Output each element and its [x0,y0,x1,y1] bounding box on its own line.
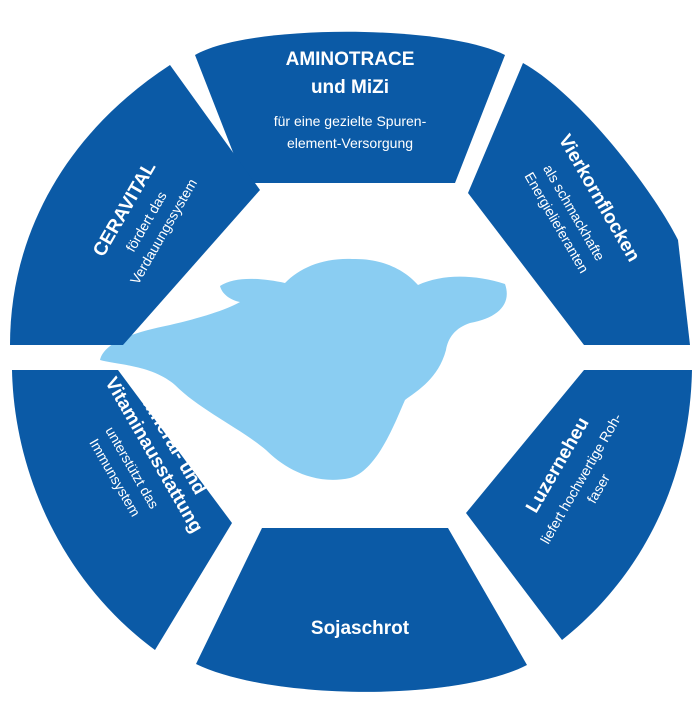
bottom-title: Sojaschrot [311,618,410,639]
top-sub-line1: für eine gezielte Spuren- [274,113,427,129]
cow-head-icon [100,258,507,480]
top-title-line1: AMINOTRACE [286,49,415,70]
top-sub-line2: element-Versorgung [287,135,413,151]
top-title-line2: und MiZi [311,77,389,98]
segment-lower-left [12,370,232,650]
segment-upper-left [10,65,260,345]
segment-lower-right [466,370,692,640]
segment-top [195,31,505,183]
segment-bottom [196,528,527,692]
segment-upper-right [468,63,690,345]
